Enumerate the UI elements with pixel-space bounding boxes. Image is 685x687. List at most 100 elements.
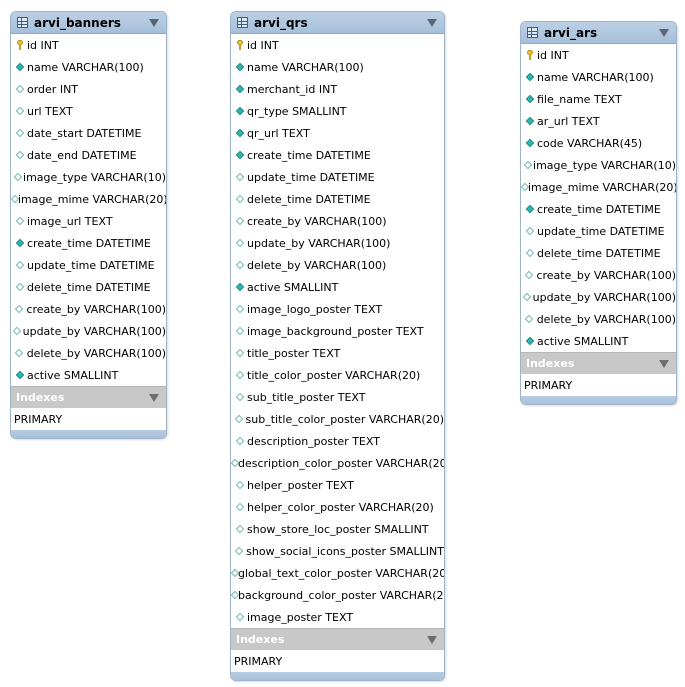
collapse-arrow-icon[interactable] (659, 29, 669, 37)
column-row[interactable]: image_mime VARCHAR(20) (521, 176, 676, 198)
column-row[interactable]: delete_time DATETIME (231, 188, 444, 210)
indexes-header[interactable]: Indexes (231, 628, 444, 650)
column-row[interactable]: merchant_id INT (231, 78, 444, 100)
column-row[interactable]: active SMALLINT (11, 364, 166, 386)
column-row[interactable]: sub_title_color_poster VARCHAR(20) (231, 408, 444, 430)
column-row[interactable]: ar_url TEXT (521, 110, 676, 132)
column-row[interactable]: id INT (521, 44, 676, 66)
nullable-column-icon (232, 370, 247, 380)
collapse-arrow-icon[interactable] (427, 19, 437, 27)
column-row[interactable]: active SMALLINT (231, 276, 444, 298)
column-row[interactable]: qr_type SMALLINT (231, 100, 444, 122)
column-row[interactable]: helper_poster TEXT (231, 474, 444, 496)
column-label: date_end DATETIME (27, 148, 137, 162)
nullable-column-icon (12, 326, 23, 336)
indexes-label: Indexes (16, 391, 65, 404)
column-row[interactable]: show_social_icons_poster SMALLINT (231, 540, 444, 562)
column-row[interactable]: update_by VARCHAR(100) (521, 286, 676, 308)
column-row[interactable]: create_time DATETIME (11, 232, 166, 254)
table-header[interactable]: arvi_ars (521, 22, 676, 44)
column-row[interactable]: id INT (231, 34, 444, 56)
column-row[interactable]: title_color_poster VARCHAR(20) (231, 364, 444, 386)
column-row[interactable]: code VARCHAR(45) (521, 132, 676, 154)
nullable-column-icon (232, 612, 247, 622)
column-label: show_social_icons_poster SMALLINT (246, 544, 444, 558)
column-row[interactable]: create_by VARCHAR(100) (521, 264, 676, 286)
column-row[interactable]: image_poster TEXT (231, 606, 444, 628)
column-label: order INT (27, 82, 79, 96)
column-row[interactable]: image_type VARCHAR(10) (521, 154, 676, 176)
column-row[interactable]: name VARCHAR(100) (231, 56, 444, 78)
column-row[interactable]: update_time DATETIME (521, 220, 676, 242)
primary-key-icon (232, 39, 247, 50)
not-null-column-icon (232, 84, 247, 94)
column-label: create_by VARCHAR(100) (247, 214, 387, 228)
column-row[interactable]: create_by VARCHAR(100) (11, 298, 166, 320)
column-row[interactable]: update_by VARCHAR(100) (11, 320, 166, 342)
not-null-column-icon (522, 336, 537, 346)
column-row[interactable]: delete_by VARCHAR(100) (231, 254, 444, 276)
column-row[interactable]: date_end DATETIME (11, 144, 166, 166)
column-row[interactable]: image_background_poster TEXT (231, 320, 444, 342)
nullable-column-icon (521, 182, 530, 192)
column-row[interactable]: image_url TEXT (11, 210, 166, 232)
column-row[interactable]: image_logo_poster TEXT (231, 298, 444, 320)
column-row[interactable]: date_start DATETIME (11, 122, 166, 144)
column-row[interactable]: description_color_poster VARCHAR(20) (231, 452, 444, 474)
column-row[interactable]: delete_time DATETIME (521, 242, 676, 264)
table-header[interactable]: arvi_qrs (231, 12, 444, 34)
not-null-column-icon (12, 370, 27, 380)
indexes-collapse-arrow-icon[interactable] (149, 394, 159, 402)
column-row[interactable]: delete_by VARCHAR(100) (521, 308, 676, 330)
column-row[interactable]: id INT (11, 34, 166, 56)
column-label: qr_url TEXT (247, 126, 310, 140)
column-row[interactable]: image_mime VARCHAR(20) (11, 188, 166, 210)
column-row[interactable]: url TEXT (11, 100, 166, 122)
column-row[interactable]: name VARCHAR(100) (11, 56, 166, 78)
column-row[interactable]: order INT (11, 78, 166, 100)
column-row[interactable]: global_text_color_poster VARCHAR(20) (231, 562, 444, 584)
column-row[interactable]: title_poster TEXT (231, 342, 444, 364)
indexes-collapse-arrow-icon[interactable] (427, 636, 437, 644)
column-row[interactable]: qr_url TEXT (231, 122, 444, 144)
index-row[interactable]: PRIMARY (234, 654, 283, 668)
column-row[interactable]: show_store_loc_poster SMALLINT (231, 518, 444, 540)
column-row[interactable]: create_time DATETIME (521, 198, 676, 220)
nullable-column-icon (12, 282, 27, 292)
table-footer (521, 396, 676, 404)
nullable-column-icon (12, 216, 27, 226)
collapse-arrow-icon[interactable] (149, 19, 159, 27)
column-row[interactable]: delete_by VARCHAR(100) (11, 342, 166, 364)
index-row[interactable]: PRIMARY (14, 412, 63, 426)
column-row[interactable]: name VARCHAR(100) (521, 66, 676, 88)
column-row[interactable]: active SMALLINT (521, 330, 676, 352)
column-row[interactable]: update_by VARCHAR(100) (231, 232, 444, 254)
nullable-column-icon (12, 150, 27, 160)
column-row[interactable]: description_poster TEXT (231, 430, 444, 452)
column-label: helper_poster TEXT (247, 478, 354, 492)
index-row[interactable]: PRIMARY (524, 378, 573, 392)
not-null-column-icon (232, 282, 247, 292)
indexes-header[interactable]: Indexes (521, 352, 676, 374)
indexes-header[interactable]: Indexes (11, 386, 166, 408)
column-row[interactable]: file_name TEXT (521, 88, 676, 110)
column-row[interactable]: background_color_poster VARCHAR(20) (231, 584, 444, 606)
nullable-column-icon (232, 238, 247, 248)
column-row[interactable]: delete_time DATETIME (11, 276, 166, 298)
indexes-collapse-arrow-icon[interactable] (659, 360, 669, 368)
column-row[interactable]: create_time DATETIME (231, 144, 444, 166)
column-row[interactable]: update_time DATETIME (11, 254, 166, 276)
column-label: active SMALLINT (27, 368, 119, 382)
column-row[interactable]: sub_title_poster TEXT (231, 386, 444, 408)
not-null-column-icon (232, 128, 247, 138)
table-header[interactable]: arvi_banners (11, 12, 166, 34)
column-row[interactable]: update_time DATETIME (231, 166, 444, 188)
not-null-column-icon (522, 204, 537, 214)
column-row[interactable]: image_type VARCHAR(10) (11, 166, 166, 188)
column-row[interactable]: create_by VARCHAR(100) (231, 210, 444, 232)
column-row[interactable]: helper_color_poster VARCHAR(20) (231, 496, 444, 518)
column-label: merchant_id INT (247, 82, 338, 96)
